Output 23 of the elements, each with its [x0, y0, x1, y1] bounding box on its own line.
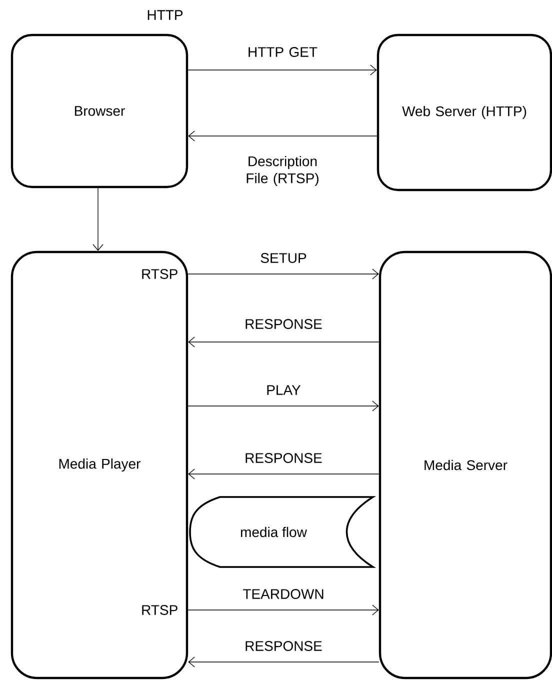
arrow — [92, 188, 104, 251]
tall-rounded-box: Media Server — [378, 250, 552, 680]
arrow — [188, 468, 380, 480]
arrow — [188, 400, 379, 412]
rounded-box: Browser — [10, 34, 188, 188]
protocol-label: HTTP — [148, 10, 183, 20]
edge-label: RESPONSE — [246, 453, 322, 463]
edge-label: PLAY — [267, 385, 301, 395]
edge-label: SETUP — [260, 253, 306, 263]
protocol-label: RTSP — [142, 605, 178, 615]
edge-label: HTTP GET — [248, 47, 318, 57]
arrow — [188, 604, 379, 616]
edge-label: RESPONSE — [246, 641, 322, 651]
arrow — [188, 336, 380, 348]
edge-label: TEARDOWN — [242, 589, 324, 599]
arrow — [188, 268, 379, 280]
arrow — [188, 656, 380, 668]
protocol-label: RTSP — [142, 269, 178, 279]
arrow — [188, 130, 378, 142]
rounded-box: Web Server (HTTP) — [376, 34, 552, 192]
edge-label: Description File (RTSP) — [246, 156, 318, 186]
edge-label: RESPONSE — [246, 319, 322, 329]
arrow — [188, 64, 377, 76]
